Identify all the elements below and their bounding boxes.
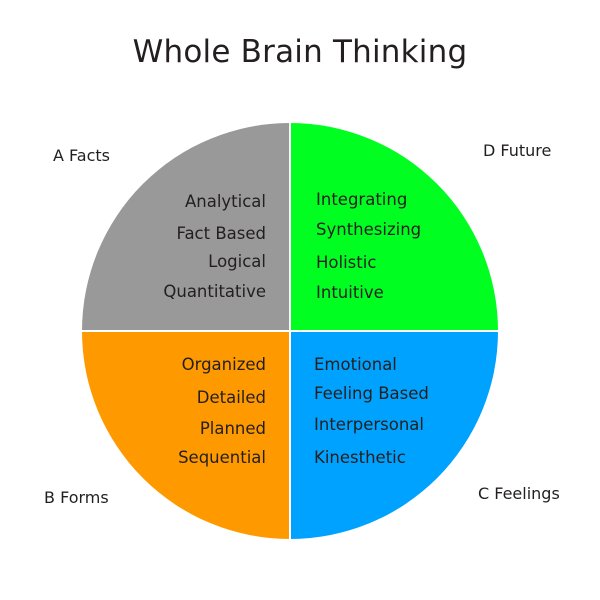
quadrant-a-label: A Facts [53, 146, 110, 165]
quadrant-c-item: Emotional [314, 355, 397, 374]
quadrant-a-item: Fact Based [176, 224, 266, 243]
diagram-title: Whole Brain Thinking [132, 34, 468, 70]
quadrant-b-item: Planned [199, 419, 266, 438]
quadrant-d-wedge [290, 123, 498, 331]
quadrant-d-label: D Future [483, 141, 552, 160]
quadrant-c-item: Kinesthetic [314, 448, 406, 467]
quadrant-c-item: Interpersonal [314, 415, 424, 434]
quadrant-b-label: B Forms [44, 488, 109, 507]
quadrant-a-wedge [82, 123, 290, 331]
quadrant-c-wedge [290, 331, 498, 539]
quadrant-d-item: Holistic [316, 253, 377, 272]
quadrant-c-label: C Feelings [478, 484, 560, 503]
quadrant-a-item: Quantitative [163, 282, 266, 301]
quadrant-a-item: Logical [208, 252, 266, 271]
quadrant-d-item: Integrating [316, 190, 408, 209]
quadrant-a-item: Analytical [184, 192, 266, 211]
quadrant-b-wedge [82, 331, 290, 539]
quadrant-c-item: Feeling Based [314, 384, 429, 403]
quadrant-d-item: Synthesizing [316, 220, 422, 239]
quadrant-b-item: Organized [181, 355, 266, 374]
quadrant-d-item: Intuitive [316, 283, 384, 302]
quadrant-b-item: Detailed [196, 388, 266, 407]
quadrant-b-item: Sequential [178, 448, 266, 467]
